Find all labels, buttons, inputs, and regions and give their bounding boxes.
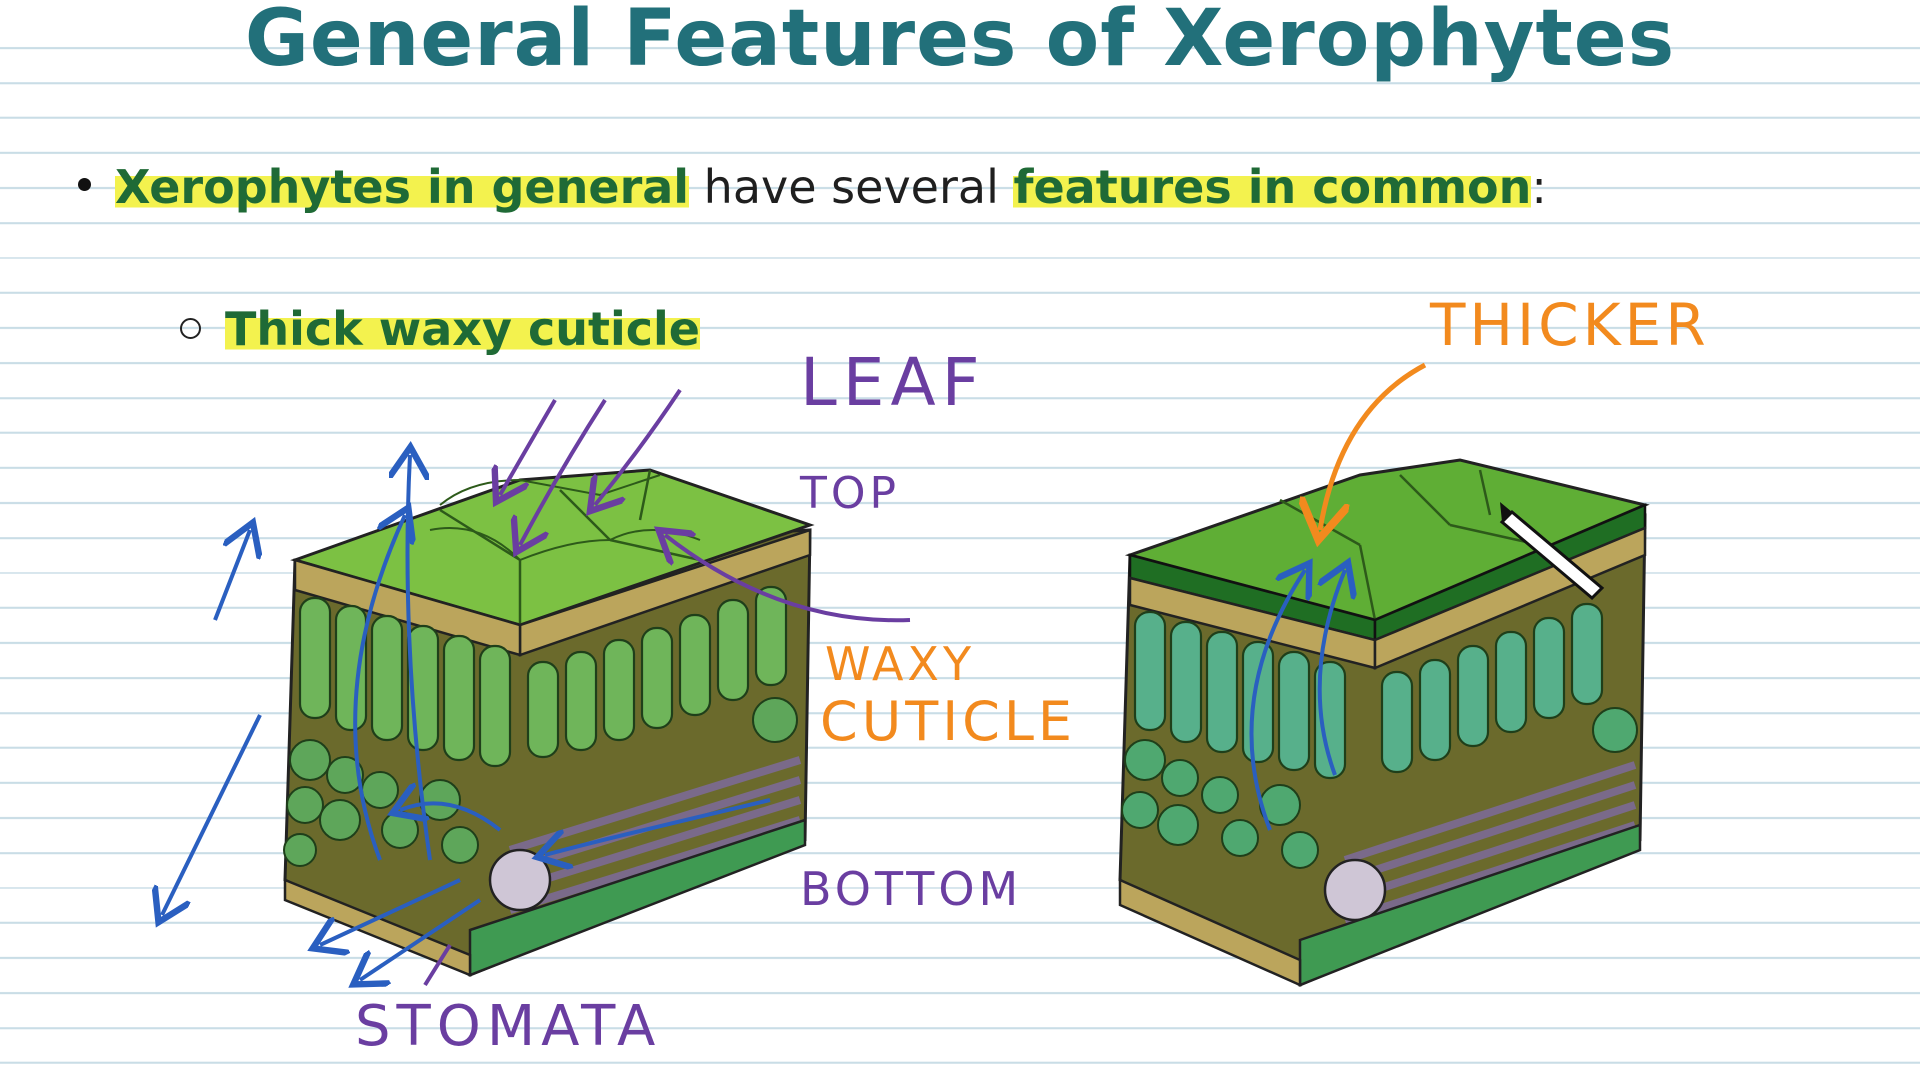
leaf-cross-section-left — [283, 468, 815, 977]
light-arrows — [500, 388, 911, 623]
label-leaf: LEAF — [800, 344, 986, 421]
leaf-cross-section-right — [1118, 458, 1650, 987]
label-thicker: THICKER — [1429, 291, 1710, 359]
bullet-colon: : — [1531, 160, 1547, 214]
sub-bullet: Thick waxy cuticle — [180, 302, 700, 356]
water-loss-arrows — [162, 455, 1345, 980]
highlight-xerophytes-in-general: Xerophytes in general — [115, 160, 690, 214]
bullet-main: Xerophytes in general have several featu… — [78, 160, 1547, 214]
pen-cursor-icon — [1499, 502, 1605, 601]
label-stomata: STOMATA — [355, 994, 661, 1059]
highlight-thick-waxy-cuticle: Thick waxy cuticle — [225, 302, 700, 356]
bullet-text-middle: have several — [689, 160, 1014, 214]
label-top: TOP — [799, 468, 900, 519]
stomata-pointer — [423, 943, 452, 987]
label-waxy: WAXY — [825, 637, 975, 691]
bullet-dot-icon — [78, 178, 91, 191]
thicker-arrow — [1320, 362, 1427, 530]
highlight-features-in-common: features in common — [1013, 160, 1532, 214]
label-bottom: BOTTOM — [800, 862, 1022, 916]
label-cuticle: CUTICLE — [820, 690, 1076, 753]
page-title: General Features of Xerophytes — [244, 0, 1676, 84]
sub-bullet-circle-icon — [180, 318, 201, 339]
